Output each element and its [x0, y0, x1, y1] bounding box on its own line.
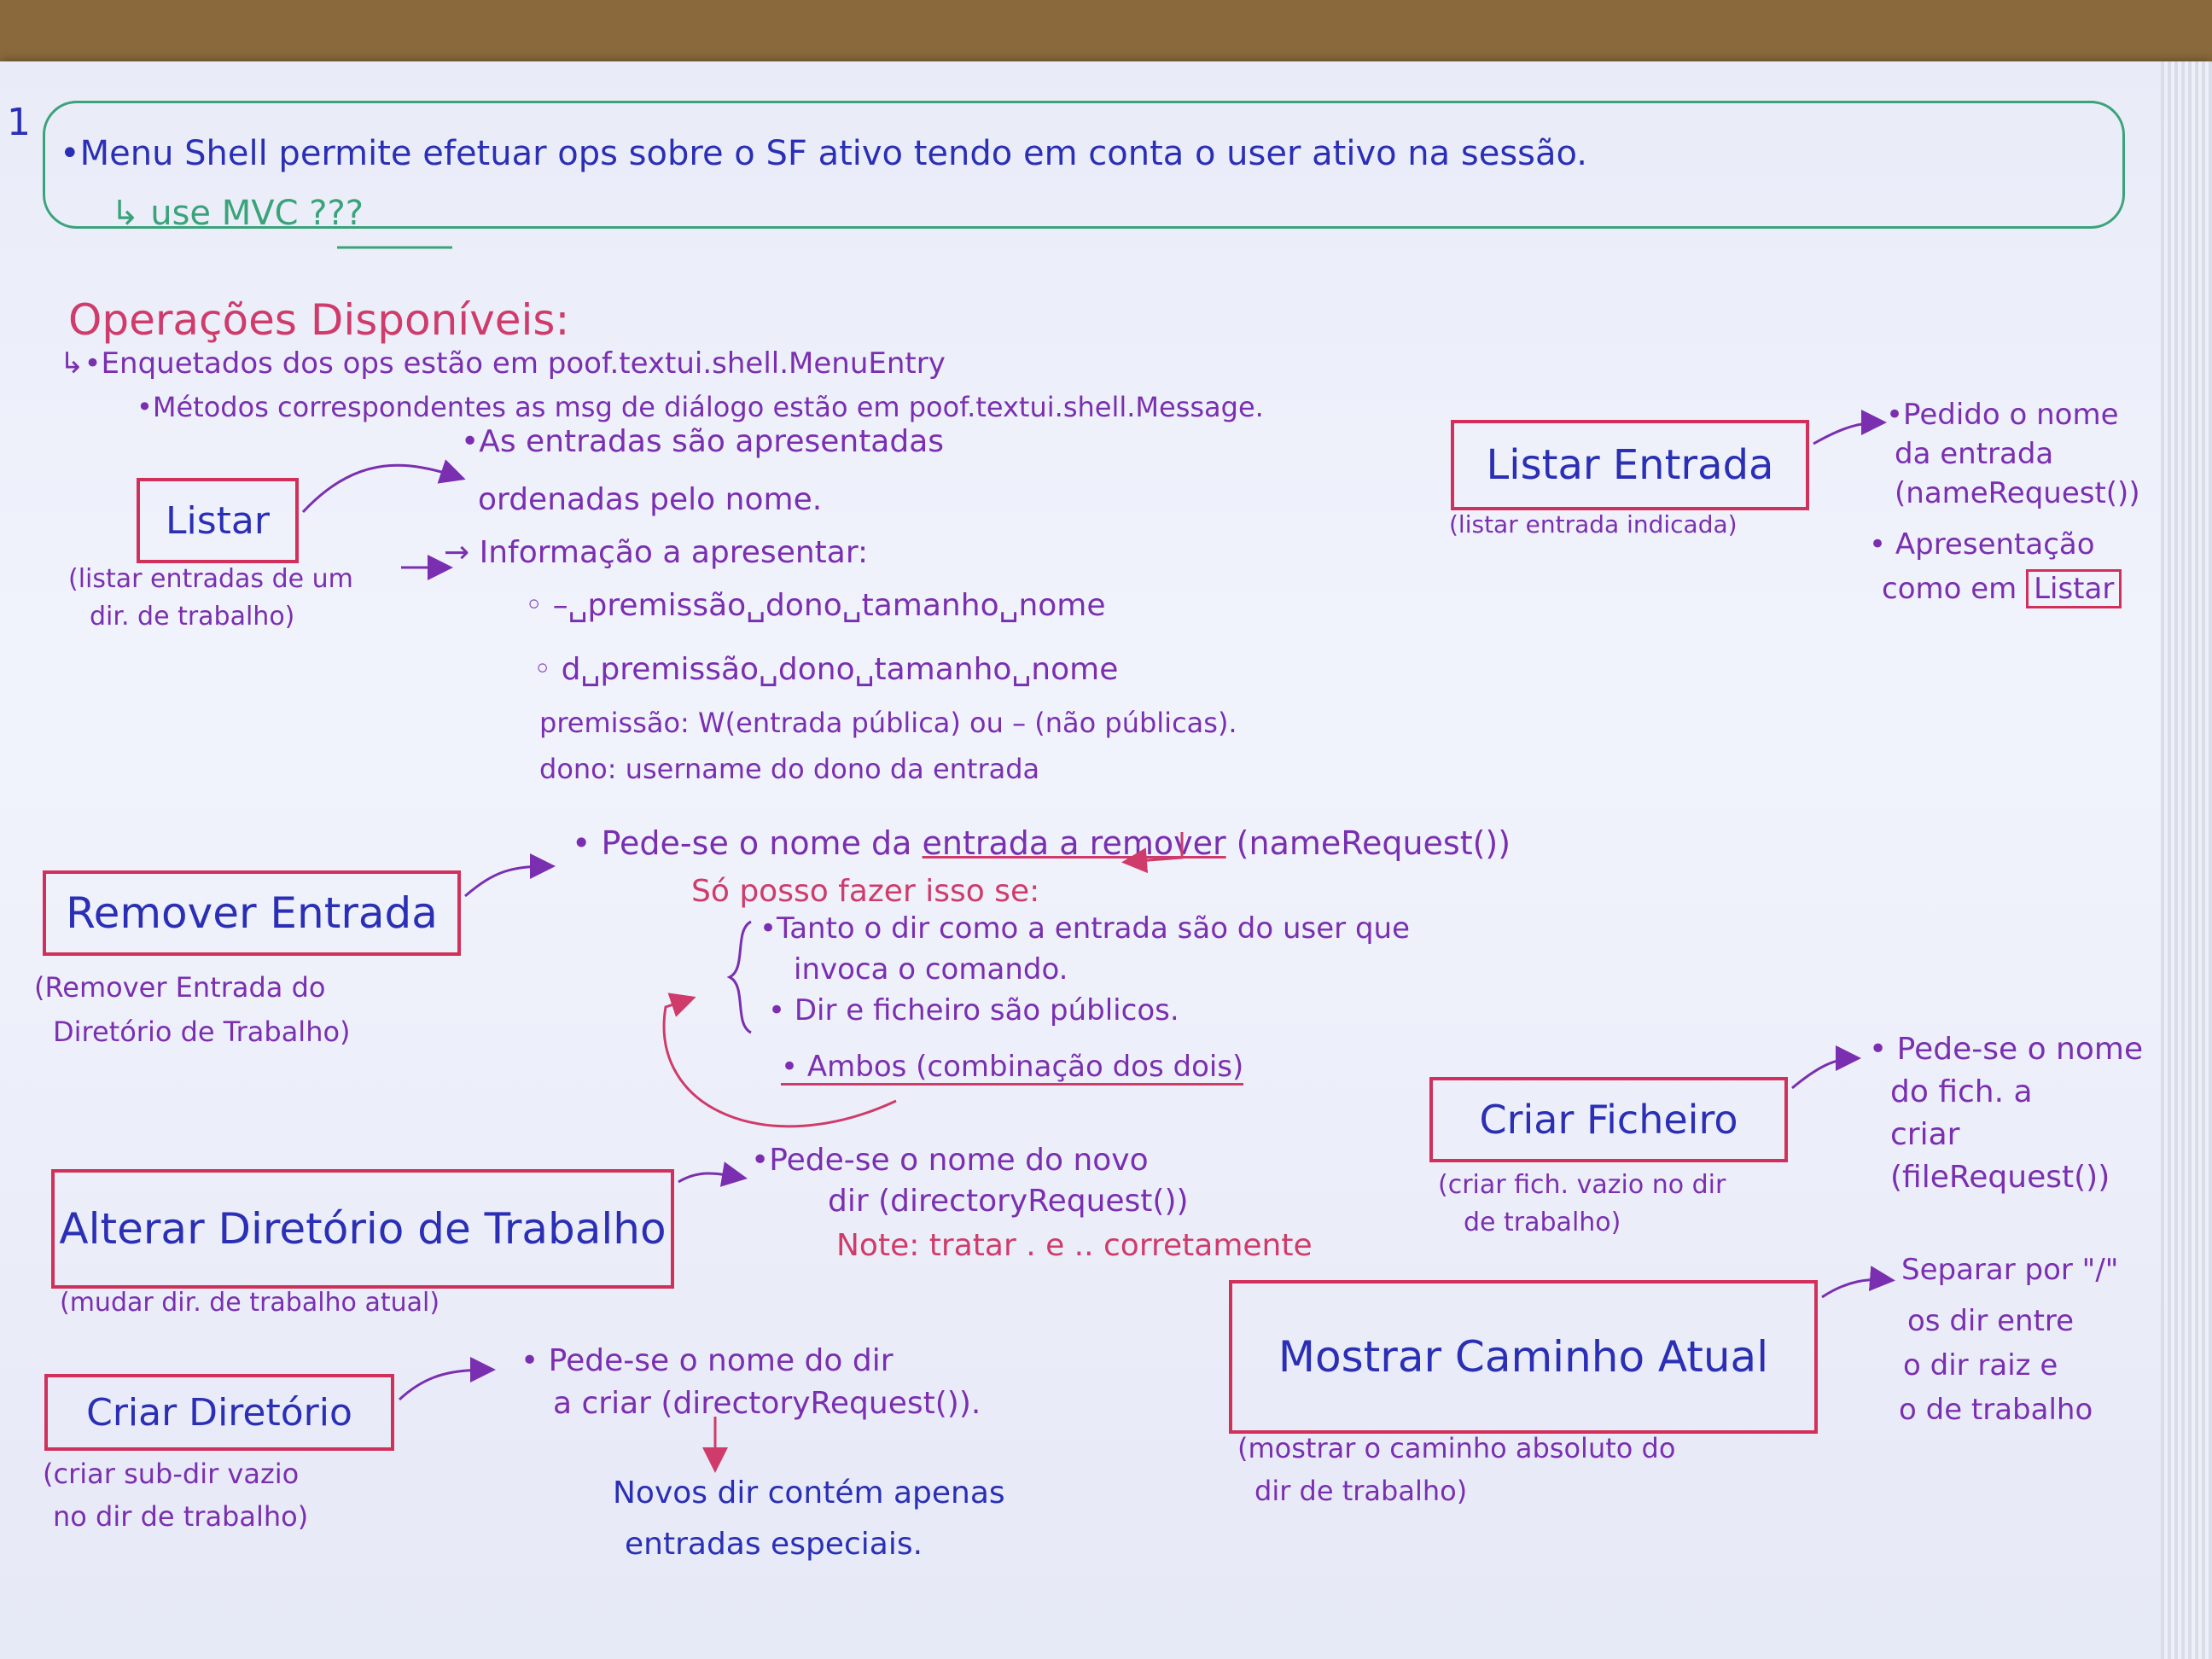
alterar-note3: Note: tratar . e .. corretamente	[836, 1228, 1313, 1263]
listar-entrada-note5: como em Listar	[1882, 569, 2122, 608]
criar-ficheiro-note1: • Pede-se o nome	[1869, 1032, 2144, 1067]
section-title: Operações Disponíveis:	[68, 295, 570, 345]
remover-desc1: (Remover Entrada do	[34, 971, 326, 1004]
listar-note7: dono: username do dono da entrada	[539, 753, 1040, 785]
listar-desc1: (listar entradas de um	[68, 564, 353, 594]
listar-entrada-note3: (nameRequest())	[1895, 476, 2140, 510]
mostrar-note4: o de trabalho	[1899, 1393, 2093, 1427]
mostrar-note2: os dir entre	[1907, 1304, 2075, 1338]
remover-note5: • Dir e ficheiro são públicos.	[768, 993, 1179, 1027]
section-note2: •Métodos correspondentes as msg de diálo…	[137, 391, 1264, 423]
mostrar-note3: o dir raiz e	[1903, 1348, 2058, 1382]
criar-ficheiro-box: Criar Ficheiro	[1429, 1077, 1788, 1162]
remover-note6: • Ambos (combinação dos dois)	[781, 1051, 1244, 1086]
listar-entrada-desc: (listar entrada indicada)	[1449, 510, 1738, 538]
criar-ficheiro-note4: (fileRequest())	[1890, 1160, 2110, 1195]
page-number: 1	[7, 101, 31, 144]
header-frame	[43, 101, 2125, 229]
listar-entrada-note1: •Pedido o nome	[1886, 398, 2119, 432]
listar-note2: ordenadas pelo nome.	[478, 482, 823, 517]
criar-diretorio-desc1: (criar sub-dir vazio	[43, 1458, 300, 1490]
criar-diretorio-note2: a criar (directoryRequest()).	[553, 1386, 981, 1421]
criar-diretorio-desc2: no dir de trabalho)	[53, 1500, 309, 1533]
alterar-note1: •Pede-se o nome do novo	[751, 1143, 1149, 1178]
mostrar-desc1: (mostrar o caminho absoluto do	[1237, 1432, 1676, 1464]
listar-box: Listar	[137, 478, 299, 563]
criar-diretorio-box: Criar Diretório	[44, 1374, 394, 1451]
remover-note2: Só posso fazer isso se:	[691, 874, 1040, 909]
mostrar-note1: Separar por "/"	[1901, 1253, 2119, 1287]
notebook-page	[0, 61, 2212, 1659]
remover-note3: •Tanto o dir como a entrada são do user …	[760, 911, 1411, 946]
criar-ficheiro-note3: criar	[1890, 1117, 1960, 1152]
mostrar-desc2: dir de trabalho)	[1254, 1475, 1468, 1507]
listar-note5: ◦ d␣premissão␣dono␣tamanho␣nome	[533, 652, 1119, 687]
listar-entrada-note2: da entrada	[1895, 437, 2054, 471]
remover-entrada-box: Remover Entrada	[43, 870, 461, 956]
listar-desc2: dir. de trabalho)	[90, 602, 295, 632]
criar-diretorio-note4: entradas especiais.	[625, 1527, 923, 1562]
section-note1: ↳•Enquetados dos ops estão em poof.textu…	[60, 346, 946, 381]
header-line2: ↳ use MVC ???	[111, 194, 364, 233]
listar-note3: → Informação a apresentar:	[444, 535, 869, 570]
remover-note1: • Pede-se o nome da entrada a remover (n…	[572, 824, 1511, 862]
listar-note1: •As entradas são apresentadas	[461, 424, 945, 459]
remover-note4: invoca o comando.	[794, 952, 1068, 987]
listar-entrada-box: Listar Entrada	[1451, 420, 1809, 510]
criar-ficheiro-desc2: de trabalho)	[1464, 1208, 1621, 1237]
mostrar-caminho-box: Mostrar Caminho Atual	[1229, 1280, 1818, 1434]
alterar-diretorio-box: Alterar Diretório de Trabalho	[51, 1169, 674, 1289]
listar-ref-box: Listar	[2026, 569, 2122, 608]
alterar-desc: (mudar dir. de trabalho atual)	[60, 1288, 440, 1318]
criar-diretorio-note3: Novos dir contém apenas	[613, 1476, 1005, 1511]
criar-ficheiro-note2: do fich. a	[1890, 1074, 2033, 1109]
listar-note6: premissão: W(entrada pública) ou – (não …	[539, 707, 1237, 739]
header-line1: •Menu Shell permite efetuar ops sobre o …	[60, 134, 1587, 173]
criar-diretorio-note1: • Pede-se o nome do dir	[521, 1343, 894, 1378]
listar-note4: ◦ –␣premissão␣dono␣tamanho␣nome	[525, 588, 1106, 623]
page-stack-edge	[2161, 61, 2212, 1659]
listar-entrada-note4: • Apresentação	[1869, 527, 2095, 562]
remover-desc2: Diretório de Trabalho)	[53, 1016, 351, 1048]
alterar-note2: dir (directoryRequest())	[828, 1184, 1189, 1219]
criar-ficheiro-desc1: (criar fich. vazio no dir	[1438, 1170, 1726, 1200]
